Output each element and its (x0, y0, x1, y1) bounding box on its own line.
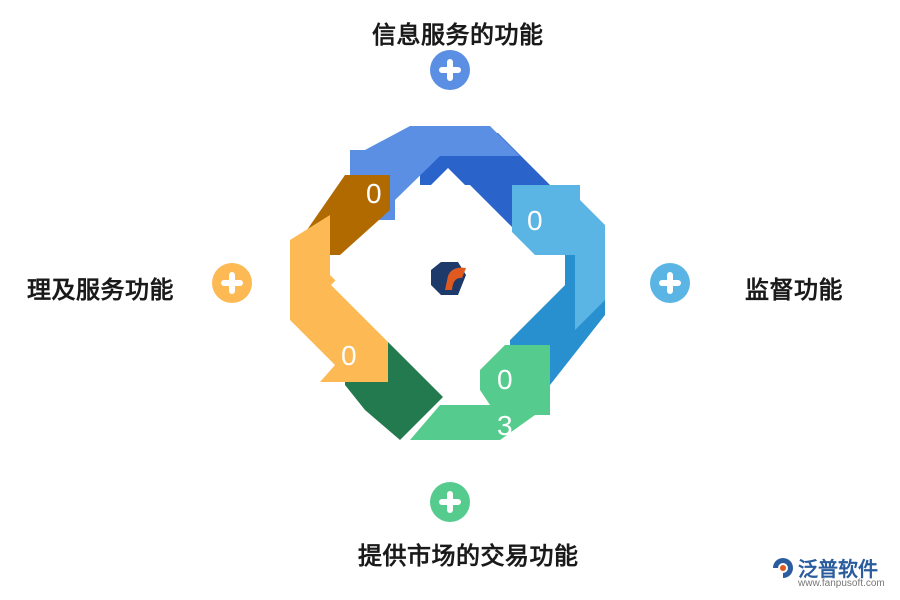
label-right: 监督功能 (745, 276, 843, 304)
center-logo-icon (431, 262, 466, 295)
arrow-left (290, 215, 388, 382)
plus-icon[interactable] (650, 263, 690, 303)
plus-icon[interactable] (212, 263, 252, 303)
arrow-right-number: 0 (527, 205, 543, 236)
plus-icon[interactable] (430, 50, 470, 90)
watermark-logo-icon (773, 558, 793, 578)
arrow-top-number-second: 1 (366, 226, 382, 257)
arrow-top (350, 126, 520, 220)
arrow-bottom-number-second: 3 (497, 410, 513, 441)
label-left: 理及服务功能 (27, 276, 174, 304)
arrow-left-number: 0 (341, 340, 357, 371)
arrow-top-number: 0 (366, 178, 382, 209)
arrow-bottom (410, 345, 550, 440)
watermark-logo: 泛普软件 www.fanpusoft.com (770, 553, 895, 595)
watermark-brand: 泛普软件 (798, 557, 878, 581)
plus-icon[interactable] (430, 482, 470, 522)
watermark-url: www.fanpusoft.com (798, 578, 885, 589)
label-top: 信息服务的功能 (372, 21, 544, 49)
arrow-right (512, 185, 605, 330)
label-bottom: 提供市场的交易功能 (358, 542, 579, 570)
arrow-bottom-number: 0 (497, 364, 513, 395)
